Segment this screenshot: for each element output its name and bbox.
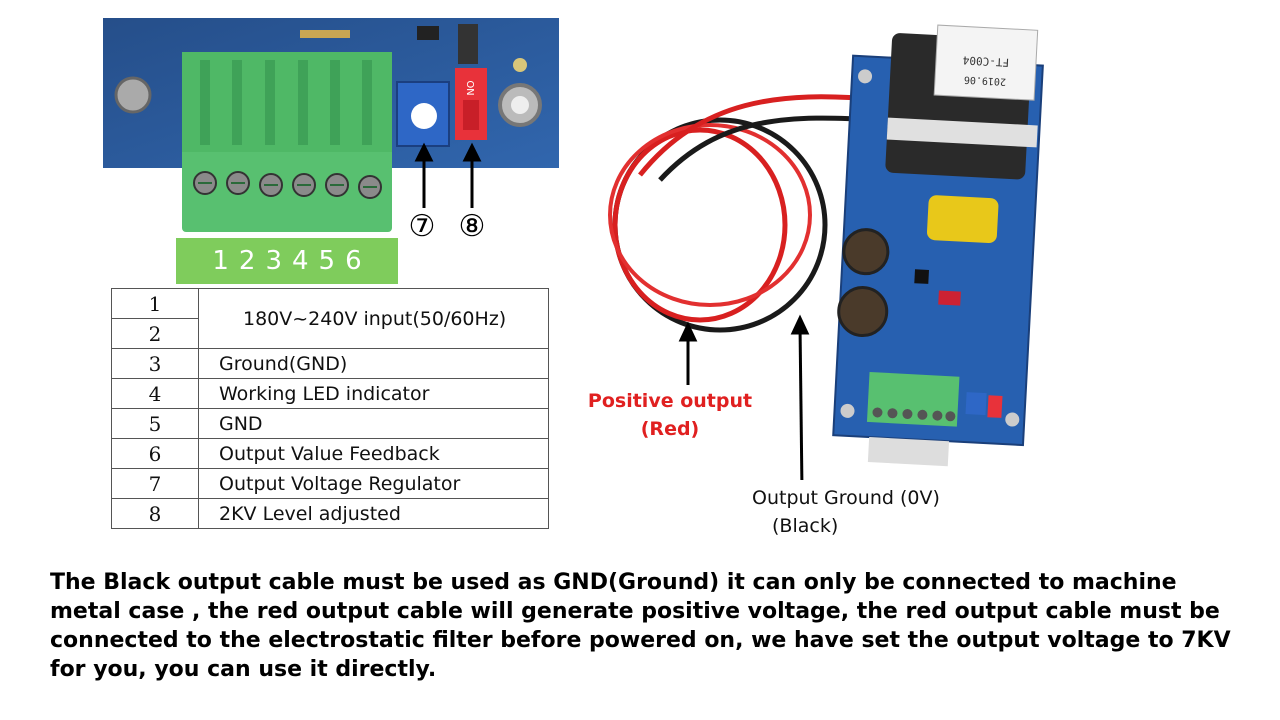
power-module-photo: FT-C004 2019.06 bbox=[608, 24, 1044, 480]
pin-number: 4 bbox=[292, 246, 309, 276]
pin-num: 8 bbox=[111, 498, 199, 529]
pin-function-table: 1 180V~240V input(50/60Hz) 2 3 Ground(GN… bbox=[111, 288, 549, 529]
pin-desc: 180V~240V input(50/60Hz) bbox=[198, 288, 549, 349]
pin-num: 2 bbox=[111, 318, 199, 349]
cable-arrows bbox=[678, 314, 810, 480]
table-row: 6 Output Value Feedback bbox=[111, 438, 549, 469]
pin-num: 5 bbox=[111, 408, 199, 439]
pin-desc: Output Value Feedback bbox=[198, 438, 549, 469]
pin-num: 6 bbox=[111, 438, 199, 469]
callout-7: ⑦ bbox=[409, 209, 436, 244]
svg-text:ON: ON bbox=[464, 80, 475, 95]
pin-desc: Working LED indicator bbox=[198, 378, 549, 409]
output-ground-label: Output Ground (0V) (Black) bbox=[752, 487, 940, 537]
pin-desc: 2KV Level adjusted bbox=[198, 498, 549, 529]
output-cables bbox=[608, 94, 881, 333]
table-row: 1 180V~240V input(50/60Hz) bbox=[111, 288, 549, 349]
pin-num: 1 bbox=[111, 288, 199, 319]
pin-number: 6 bbox=[345, 246, 362, 276]
pin-number: 2 bbox=[238, 246, 256, 276]
terminal-block bbox=[182, 52, 392, 232]
pin-num: 4 bbox=[111, 378, 199, 409]
table-row: 5 GND bbox=[111, 408, 549, 439]
transformer-label: FT-C004 bbox=[962, 53, 1009, 68]
positive-output-title: Positive output bbox=[587, 390, 753, 412]
pin-desc: GND bbox=[198, 408, 549, 439]
pin-number-strip: 1 2 3 4 5 6 bbox=[176, 238, 398, 284]
pin-num: 7 bbox=[111, 468, 199, 499]
table-row: 3 Ground(GND) bbox=[111, 348, 549, 379]
pin-number: 1 bbox=[212, 246, 229, 276]
table-row: 2 bbox=[111, 318, 549, 349]
pin-number: 5 bbox=[318, 246, 336, 276]
pin-desc: Output Voltage Regulator bbox=[198, 468, 549, 499]
table-row: 7 Output Voltage Regulator bbox=[111, 468, 549, 499]
pin-num: 3 bbox=[111, 348, 199, 379]
potentiometer bbox=[396, 81, 450, 147]
pin-desc: Ground(GND) bbox=[198, 348, 549, 379]
table-row: 8 2KV Level adjusted bbox=[111, 498, 549, 529]
positive-output-color: (Red) bbox=[640, 418, 700, 440]
ground-output-title: Output Ground (0V) bbox=[752, 487, 940, 509]
callout-8: ⑧ bbox=[459, 209, 486, 244]
ground-output-color: (Black) bbox=[772, 515, 839, 537]
module-board: FT-C004 2019.06 bbox=[832, 24, 1044, 467]
callout-arrows bbox=[414, 142, 482, 208]
pin-number: 3 bbox=[265, 246, 282, 276]
positive-output-label: Positive output (Red) bbox=[585, 390, 755, 440]
pcb-closeup: ON ⑦ ⑧ bbox=[103, 18, 559, 244]
dip-switch: ON bbox=[455, 68, 487, 140]
instruction-note: The Black output cable must be used as G… bbox=[50, 570, 1231, 682]
transformer-date: 2019.06 bbox=[964, 74, 1007, 87]
table-row: 4 Working LED indicator bbox=[111, 378, 549, 409]
